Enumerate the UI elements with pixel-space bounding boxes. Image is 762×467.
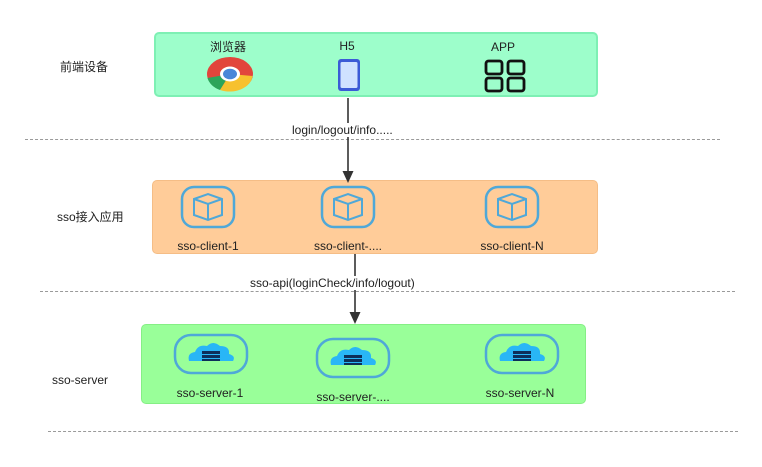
server-label: sso-server-1	[176, 386, 244, 400]
client-label: sso-client-....	[313, 239, 382, 253]
server-label: sso-server-N	[485, 386, 555, 400]
cloud-server-icon	[484, 333, 560, 375]
device-label-h5: H5	[339, 39, 355, 53]
separator-line	[25, 139, 720, 140]
mobile-phone-icon	[338, 59, 360, 91]
cloud-server-icon	[315, 337, 391, 379]
app-grid-icon	[484, 59, 526, 93]
arrow-devices-to-clients	[342, 98, 354, 183]
app-container-icon	[320, 185, 376, 229]
edge-label-clients-to-server: sso-api(loginCheck/info/logout)	[248, 276, 417, 290]
chrome-browser-icon	[207, 57, 253, 92]
layer-label-clients: sso接入应用	[57, 210, 124, 224]
separator-line	[48, 431, 738, 432]
device-label-browser: 浏览器	[209, 40, 246, 54]
layer-label-servers: sso-server	[52, 373, 109, 387]
server-label: sso-server-....	[316, 390, 390, 404]
device-label-app: APP	[490, 40, 515, 54]
client-label: sso-client-N	[480, 239, 544, 253]
layer-label-devices: 前端设备	[60, 60, 109, 74]
edge-label-devices-to-clients: login/logout/info.....	[290, 123, 395, 137]
client-label: sso-client-1	[177, 239, 239, 253]
app-container-icon	[180, 185, 236, 229]
separator-line	[40, 291, 735, 292]
app-container-icon	[484, 185, 540, 229]
cloud-server-icon	[173, 333, 249, 375]
